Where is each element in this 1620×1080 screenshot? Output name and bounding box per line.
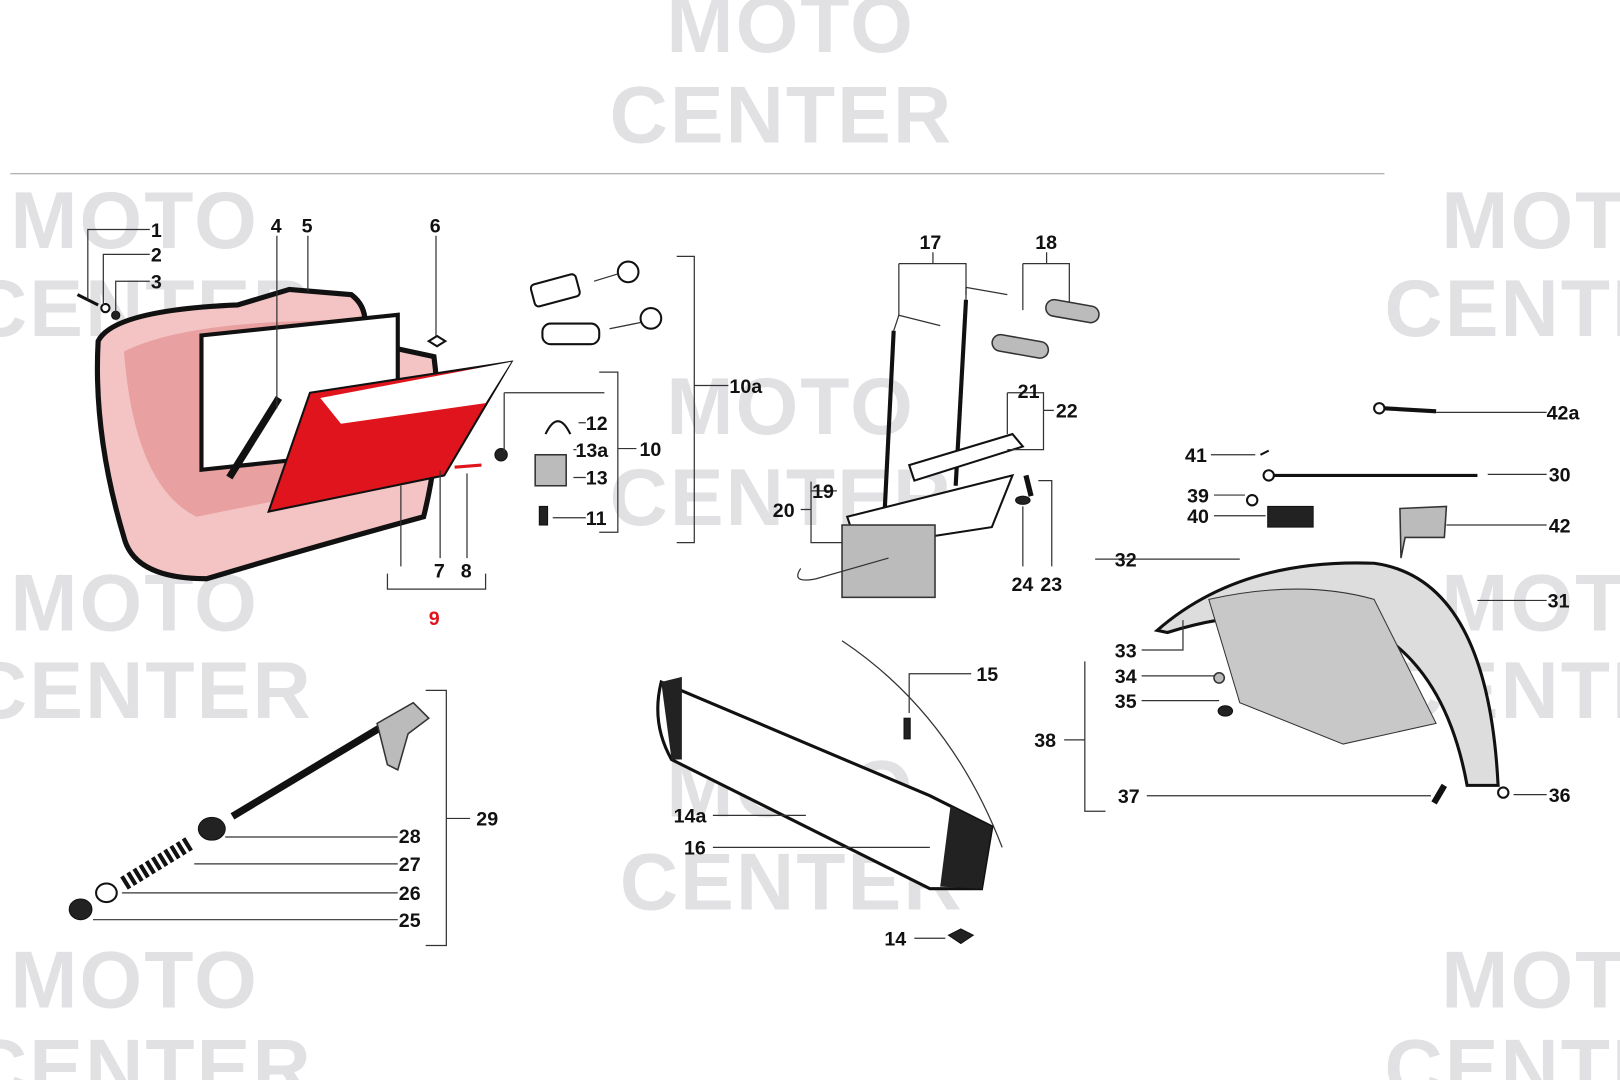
- part-label-41: 41: [1185, 445, 1207, 467]
- part-label-1: 1: [151, 220, 162, 242]
- part-label-40: 40: [1187, 506, 1209, 528]
- part-label-9: 9: [429, 608, 440, 630]
- watermark-text: CENTER: [1384, 264, 1620, 354]
- part-label-37: 37: [1118, 786, 1140, 808]
- part-label-42: 42: [1549, 515, 1571, 537]
- part-label-10a: 10a: [729, 376, 763, 398]
- part-label-18: 18: [1035, 232, 1057, 254]
- part-label-32: 32: [1115, 549, 1137, 571]
- part-label-5: 5: [302, 216, 313, 238]
- part-label-10: 10: [640, 439, 662, 461]
- watermark-text: CENTER: [0, 1023, 313, 1080]
- watermark-text: MOTO: [1441, 558, 1620, 648]
- part-label-26: 26: [399, 883, 421, 905]
- part-label-2: 2: [151, 245, 162, 267]
- lock-parts: [494, 260, 663, 526]
- part-label-6: 6: [430, 216, 441, 238]
- part-label-34: 34: [1115, 666, 1137, 688]
- part-labels: 1 2 3 4 5 6 7 8 9 10a 10 12 13a 13 11 17…: [151, 216, 1581, 951]
- part-label-22: 22: [1056, 401, 1078, 423]
- watermark-text: MOTO: [1441, 936, 1620, 1026]
- watermark-text: MOTO: [10, 176, 259, 266]
- kickstart-parts: [68, 701, 430, 921]
- glovebox-part: [76, 286, 514, 582]
- leader-lines: [87, 228, 1547, 947]
- part-label-36: 36: [1549, 785, 1571, 807]
- watermark-text: MOTO: [10, 936, 259, 1026]
- part-label-24: 24: [1011, 574, 1033, 596]
- part-label-30: 30: [1549, 465, 1571, 487]
- part-label-19: 19: [812, 481, 834, 503]
- part-label-15: 15: [976, 664, 998, 686]
- legshield-tray-part: [656, 640, 1003, 945]
- part-label-27: 27: [399, 854, 421, 876]
- part-label-14a: 14a: [674, 806, 708, 828]
- mudguard-parts: [1153, 402, 1510, 805]
- part-label-11: 11: [586, 508, 607, 530]
- part-label-23: 23: [1040, 574, 1062, 596]
- part-label-42a: 42a: [1547, 403, 1581, 425]
- part-label-12: 12: [586, 413, 608, 435]
- part-label-25: 25: [399, 910, 421, 932]
- part-label-33: 33: [1115, 640, 1137, 662]
- part-label-20: 20: [773, 500, 795, 522]
- part-label-38: 38: [1034, 730, 1056, 752]
- watermark-text: CENTER: [610, 71, 954, 161]
- part-label-35: 35: [1115, 691, 1137, 713]
- part-label-8: 8: [461, 561, 472, 583]
- part-label-13a: 13a: [575, 440, 609, 462]
- part-label-29: 29: [476, 809, 498, 831]
- part-label-21: 21: [1018, 381, 1040, 403]
- watermark-text: MOTO: [666, 362, 915, 452]
- part-label-17: 17: [920, 232, 942, 254]
- part-label-28: 28: [399, 826, 421, 848]
- part-label-31: 31: [1548, 591, 1570, 613]
- part-label-7: 7: [434, 561, 445, 583]
- watermark-text: CENTER: [1384, 1023, 1620, 1080]
- part-label-4: 4: [271, 216, 282, 238]
- part-label-13: 13: [586, 468, 608, 490]
- watermark-text: MOTO: [666, 0, 915, 70]
- part-label-3: 3: [151, 271, 162, 293]
- watermark-text: CENTER: [0, 646, 313, 736]
- watermark-text: MOTO: [1441, 176, 1620, 266]
- part-label-16: 16: [684, 838, 706, 860]
- part-label-39: 39: [1187, 485, 1209, 507]
- part-label-14: 14: [884, 929, 906, 951]
- bracket-parts: [797, 286, 1100, 599]
